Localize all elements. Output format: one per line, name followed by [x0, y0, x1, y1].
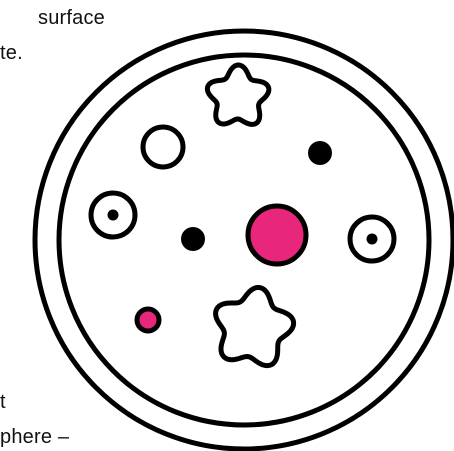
target-right-icon [350, 217, 394, 261]
target-left-icon [91, 193, 135, 237]
magenta-dot-small-icon [137, 309, 159, 331]
hollow-ring-icon [143, 127, 183, 167]
magenta-dot-large-icon [248, 206, 306, 264]
black-dot-center-icon [181, 227, 205, 251]
black-dot-upper-icon [308, 141, 332, 165]
